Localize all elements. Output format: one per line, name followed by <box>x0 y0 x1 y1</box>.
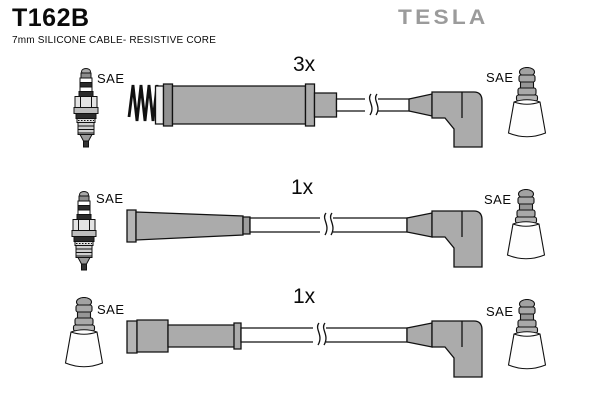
elbow-boot <box>407 211 482 267</box>
cable-wire <box>337 94 410 115</box>
cable-break-mark <box>325 213 327 235</box>
distributor-terminal-icon <box>506 189 546 263</box>
cable-break-mark <box>376 94 378 115</box>
cable-break-mark <box>370 94 372 115</box>
spark-plug-boot <box>127 210 250 242</box>
sae-label: SAE <box>486 304 514 319</box>
elbow-boot <box>409 92 482 147</box>
sae-label: SAE <box>486 70 514 85</box>
cable-break-mark <box>324 323 326 345</box>
cable-break-mark <box>331 213 333 235</box>
cable-break-mark <box>318 323 320 345</box>
quantity-label: 1x <box>293 285 316 308</box>
distributor-terminal-icon <box>507 299 547 373</box>
cable-assembly-row-2 <box>120 175 490 275</box>
distributor-terminal-icon <box>507 67 547 141</box>
sae-label: SAE <box>97 71 125 86</box>
cable-assembly-row-1 <box>120 55 490 155</box>
spark-plug-boot <box>156 84 337 126</box>
sae-label: SAE <box>484 192 512 207</box>
sae-label: SAE <box>96 191 124 206</box>
cable-wire <box>250 213 407 235</box>
spark-plug-icon <box>72 68 100 148</box>
stepped-boot <box>127 320 241 353</box>
product-subtitle: 7mm SILICONE CABLE- RESISTIVE CORE <box>12 35 217 46</box>
brand-logo: TESLA <box>398 6 489 29</box>
quantity-label: 3x <box>293 53 316 76</box>
sae-label: SAE <box>97 302 125 317</box>
spark-plug-icon <box>70 191 98 271</box>
distributor-terminal-icon <box>64 297 104 371</box>
quantity-label: 1x <box>291 176 314 199</box>
cable-wire <box>241 323 407 345</box>
part-number: T162B <box>12 4 90 32</box>
elbow-boot <box>407 321 482 377</box>
cable-assembly-row-3 <box>120 285 490 385</box>
